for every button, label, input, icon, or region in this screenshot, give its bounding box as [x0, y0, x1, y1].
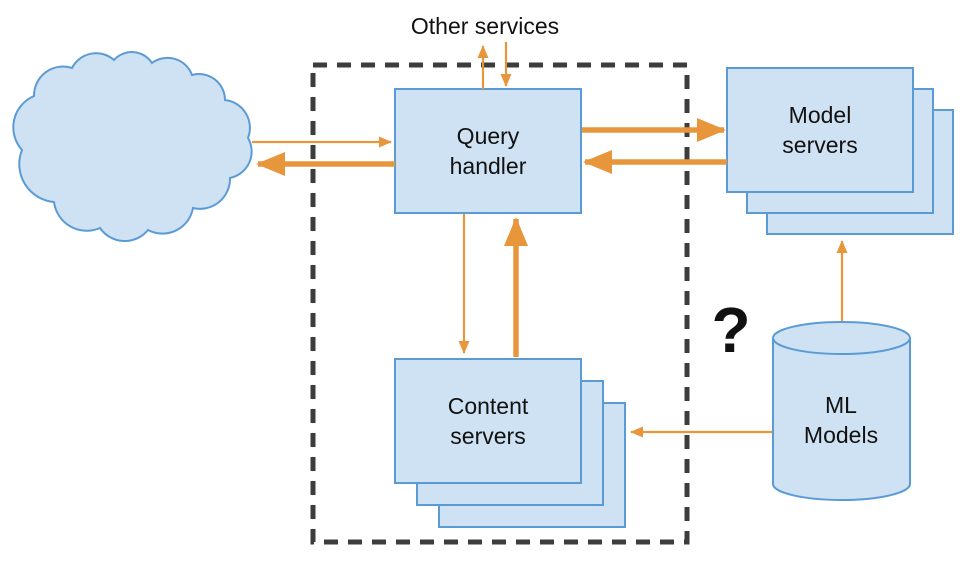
model-servers-box-front — [726, 67, 914, 193]
model-servers-stack — [726, 67, 954, 235]
internet-cloud-shape — [12, 51, 253, 243]
ml-models-cylinder — [772, 321, 911, 501]
content-servers-stack — [394, 358, 626, 528]
system-boundary — [310, 62, 690, 545]
content-servers-box-front — [394, 358, 582, 484]
query-handler-box — [394, 88, 582, 214]
